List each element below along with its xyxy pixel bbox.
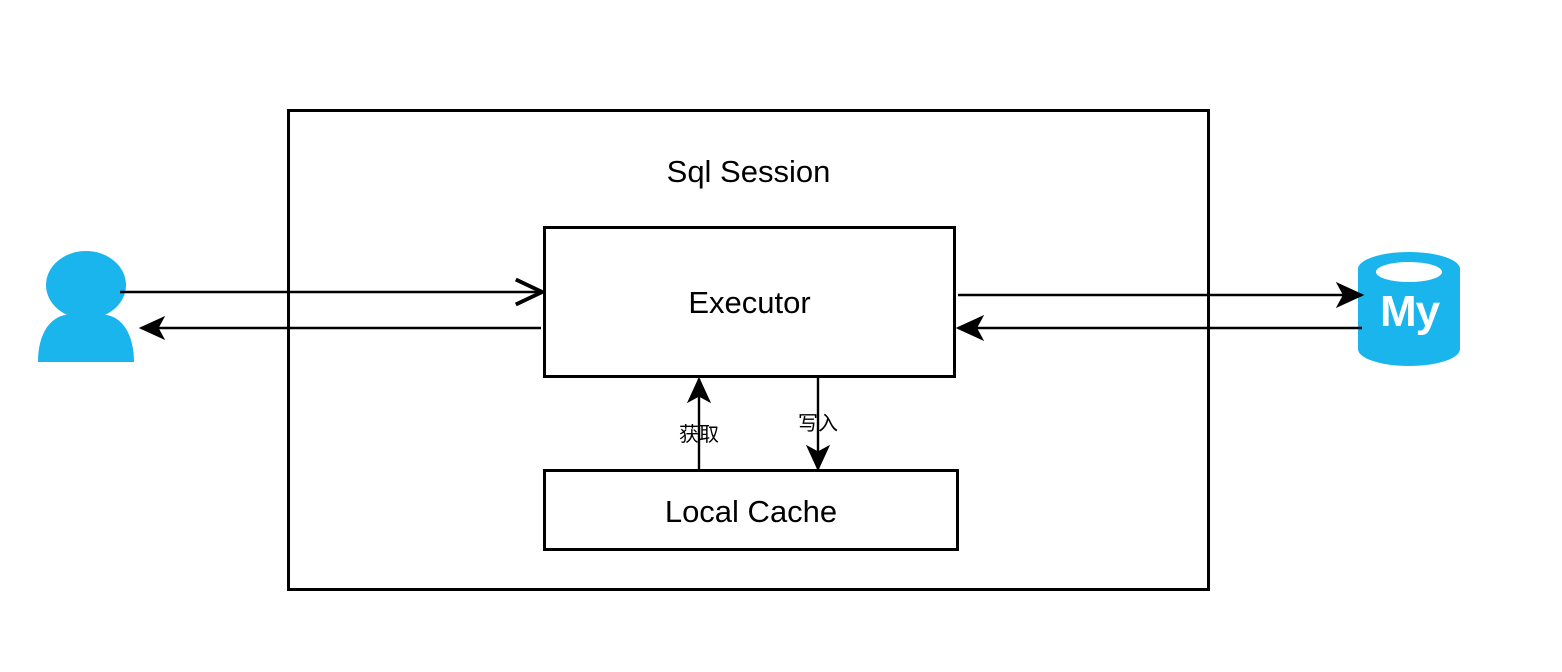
local-cache-box-rect: [543, 469, 959, 551]
executor-label: Executor: [688, 285, 811, 320]
local-cache-label: Local Cache: [664, 494, 838, 529]
executor-box-rect: [543, 226, 956, 378]
executor-to-cache-edge-label: 写入: [798, 411, 838, 435]
cache-to-executor-edge-label: 获取: [679, 422, 719, 446]
mysql-database-cylinder-icon: [1358, 252, 1460, 366]
sql-session-title: Sql Session: [666, 154, 831, 189]
user-actor-icon: [38, 251, 134, 362]
